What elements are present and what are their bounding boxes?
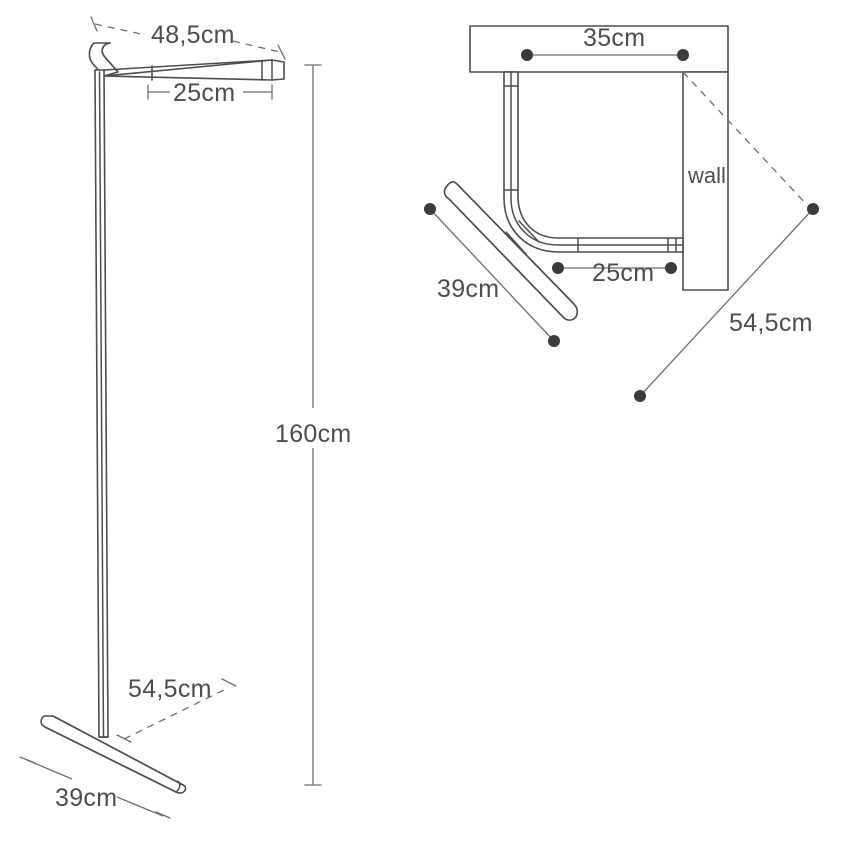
dimension-height: 160cm <box>275 64 352 786</box>
dim-endpoint-dot <box>552 262 564 274</box>
label-wall: wall <box>687 163 726 188</box>
dim-endpoint-dot <box>548 335 560 347</box>
dimension-base-depth: 54,5cm <box>116 675 237 743</box>
top-plan-view: wall 35cm <box>424 24 819 402</box>
label-base-depth: 54,5cm <box>128 675 212 703</box>
lamp-arm-plan <box>503 71 684 253</box>
label-wall-offset: 35cm <box>583 24 645 52</box>
dimension-wall-offset: 35cm <box>521 24 689 61</box>
dimension-base-diagonal: 54,5cm <box>634 203 819 402</box>
label-arm-total: 48,5cm <box>151 21 235 49</box>
label-arm-segment: 25cm <box>173 79 235 107</box>
lamp-base-plan <box>443 181 579 321</box>
dim-endpoint-dot <box>424 203 436 215</box>
dim-endpoint-dot <box>521 49 533 61</box>
dim-endpoint-dot <box>807 203 819 215</box>
label-base-length: 39cm <box>437 275 499 303</box>
label-base-width: 39cm <box>55 784 117 812</box>
dimension-base-length: 39cm <box>424 203 560 347</box>
label-base-diagonal: 54,5cm <box>729 309 813 337</box>
lamp-base <box>40 715 187 794</box>
dim-endpoint-dot <box>634 390 646 402</box>
dim-endpoint-dot <box>677 49 689 61</box>
lamp-pole <box>94 69 109 738</box>
dimension-arm-reach: 25cm <box>552 259 677 287</box>
dimension-arm-segment: 25cm <box>147 79 273 107</box>
dimension-base-width: 39cm <box>19 756 171 819</box>
projection-line-corner <box>682 71 808 206</box>
wall-horizontal <box>469 25 729 73</box>
dim-endpoint-dot <box>665 262 677 274</box>
dimension-arm-total: 48,5cm <box>90 16 286 60</box>
label-height: 160cm <box>275 420 352 448</box>
wall-vertical <box>682 71 729 291</box>
label-arm-reach: 25cm <box>592 259 654 287</box>
lamp-arm <box>88 42 285 81</box>
front-elevation-view: 48,5cm 25cm 160cm <box>19 16 352 819</box>
